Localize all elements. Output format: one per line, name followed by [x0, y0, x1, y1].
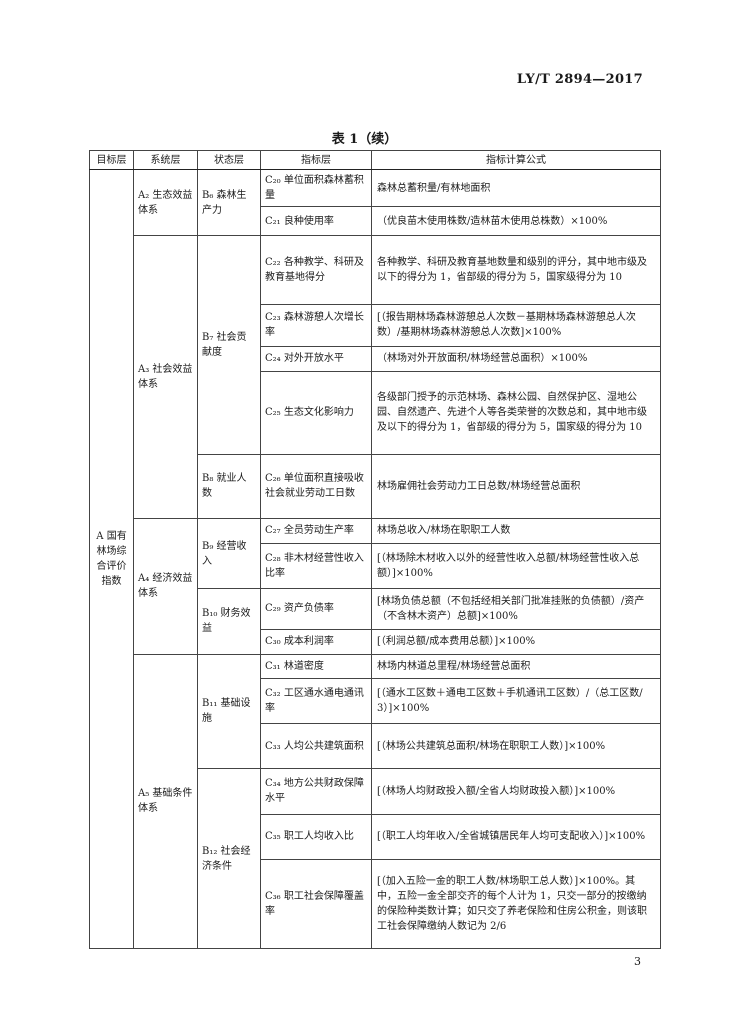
indicator-cell: C₂₉ 资产负债率: [260, 587, 372, 630]
indicator-cell: C₂₈ 非木材经营性收入比率: [260, 542, 372, 589]
formula-cell: 各级部门授予的示范林场、森林公园、自然保护区、湿地公园、自然遗产、先进个人等各类…: [371, 370, 661, 455]
state-cell: B₉ 经营收入: [197, 518, 261, 589]
formula-cell: [（林场公共建筑总面积/林场在职职工人数）]×100%: [371, 723, 661, 770]
header-indicator: 指标层: [260, 149, 372, 171]
indicator-cell: C₂₀ 单位面积森林蓄积量: [260, 169, 372, 208]
formula-cell: （优良苗木使用株数/造林苗木使用总株数）×100%: [371, 206, 661, 237]
page-number: 3: [634, 955, 641, 968]
formula-cell: [（报告期林场森林游憩总人次数－基期林场森林游憩总人次数）/基期林场森林游憩总人…: [371, 303, 661, 347]
indicator-cell: C₃₄ 地方公共财政保障水平: [260, 768, 372, 815]
header-formula: 指标计算公式: [371, 149, 661, 171]
table-row: B₁₂ 社会经济条件 C₃₄ 地方公共财政保障水平 [（林场人均财政投入额/全省…: [90, 768, 661, 949]
table-caption: 表 1（续）: [331, 132, 398, 147]
system-cell: A₅ 基础条件体系: [133, 653, 198, 950]
indicator-cell: C₂₂ 各种教学、科研及教育基地得分: [260, 235, 372, 305]
header-state: 状态层: [197, 149, 261, 171]
table-row: B₁₀ 财务效益 C₂₉ 资产负债率 [林场负债总额（不包括经相关部门批准挂账的…: [90, 587, 661, 655]
standard-number: LY/T 2894—2017: [516, 72, 643, 87]
table-row: C₂₈ 非木材经营性收入比率 [（林场除木材收入以外的经营性收入总额/林场经营性…: [90, 542, 661, 589]
indicator-cell: C₃₁ 林道密度: [260, 653, 372, 680]
state-cell: B₆ 森林生产力: [197, 169, 261, 237]
table-row: A 国有林场综合评价指数 A₂ 生态效益体系 B₆ 森林生产力 C₂₀ 单位面积…: [89, 169, 661, 949]
formula-cell: 林场内林道总里程/林场经营总面积: [371, 653, 661, 680]
indicator-cell: C₂₄ 对外开放水平: [260, 345, 372, 372]
formula-cell: 林场雇佣社会劳动力工日总数/林场经营总面积: [371, 453, 661, 520]
table-header-row: 目标层 系统层 状态层 指标层 指标计算公式: [89, 149, 661, 171]
table-row: C₂₃ 森林游憩人次增长率 [（报告期林场森林游憩总人次数－基期林场森林游憩总人…: [90, 303, 661, 347]
state-cell: B₁₀ 财务效益: [197, 587, 261, 655]
table-row: C₃₂ 工区通水通电通讯率 [（通水工区数＋通电工区数＋手机通讯工区数）/（总工…: [90, 678, 661, 725]
state-cell: B₁₂ 社会经济条件: [197, 768, 261, 949]
formula-cell: （林场对外开放面积/林场经营总面积）×100%: [371, 345, 661, 372]
table-row: B₈ 就业人数 C₂₆ 单位面积直接吸收社会就业劳动工日数 林场雇佣社会劳动力工…: [90, 453, 661, 520]
indicator-cell: C₂₅ 生态文化影响力: [260, 370, 372, 455]
formula-cell: [（利润总额/成本费用总额）]×100%: [371, 628, 661, 655]
table-row: C₃₅ 职工人均收入比 [（职工人均年收入/全省城镇居民年人均可支配收入）]×1…: [90, 813, 661, 860]
formula-cell: [（林场人均财政投入额/全省人均财政投入额）]×100%: [371, 768, 661, 815]
table-row: A₄ 经济效益体系 B₉ 经营收入 C₂₇ 全员劳动生产率 林场总收入/林场在职…: [90, 518, 661, 655]
indicator-cell: C₂₃ 森林游憩人次增长率: [260, 303, 372, 347]
formula-cell: [（通水工区数＋通电工区数＋手机通讯工区数）/（总工区数/3）]×100%: [371, 678, 661, 725]
indicator-cell: C₃₀ 成本利润率: [260, 628, 372, 655]
indicator-cell: C₂₆ 单位面积直接吸收社会就业劳动工日数: [260, 453, 372, 520]
indicator-cell: C₃₂ 工区通水通电通讯率: [260, 678, 372, 725]
header-system: 系统层: [133, 149, 198, 171]
indicator-cell: C₃₆ 职工社会保障覆盖率: [260, 858, 372, 950]
formula-cell: [（职工人均年收入/全省城镇居民年人均可支配收入）]×100%: [371, 813, 661, 860]
formula-cell: 各种教学、科研及教育基地数量和级别的评分，其中地市级及以下的得分为 1，省部级的…: [371, 235, 661, 305]
table-row: A₃ 社会效益体系 B₇ 社会贡献度 C₂₂ 各种教学、科研及教育基地得分 各种…: [90, 235, 661, 520]
table-row: C₂₄ 对外开放水平 （林场对外开放面积/林场经营总面积）×100%: [90, 345, 661, 372]
formula-cell: [林场负债总额（不包括经相关部门批准挂账的负债额）/资产（不含林木资产）总额]×…: [371, 587, 661, 630]
indicator-cell: C₃₅ 职工人均收入比: [260, 813, 372, 860]
indicator-cell: C₃₃ 人均公共建筑面积: [260, 723, 372, 770]
evaluation-index-table: 目标层 系统层 状态层 指标层 指标计算公式 A 国有林场综合评价指数 A₂ 生…: [89, 149, 661, 950]
header-goal: 目标层: [89, 149, 134, 171]
formula-cell: [（加入五险一金的职工人数/林场职工总人数）]×100%。其中，五险一金全部交齐…: [371, 858, 661, 950]
formula-cell: 林场总收入/林场在职职工人数: [371, 518, 661, 544]
system-cell: A₃ 社会效益体系: [133, 235, 198, 520]
formula-cell: 森林总蓄积量/有林地面积: [371, 169, 661, 208]
table-row: A₅ 基础条件体系 B₁₁ 基础设施 C₃₁ 林道密度 林场内林道总里程/林场经…: [90, 653, 661, 950]
table-row: C₂₅ 生态文化影响力 各级部门授予的示范林场、森林公园、自然保护区、湿地公园、…: [90, 370, 661, 455]
table-row: C₃₆ 职工社会保障覆盖率 [（加入五险一金的职工人数/林场职工总人数）]×10…: [90, 858, 661, 950]
indicator-cell: C₂₇ 全员劳动生产率: [260, 518, 372, 544]
goal-cell: A 国有林场综合评价指数: [89, 169, 134, 949]
system-cell: A₂ 生态效益体系: [133, 169, 198, 237]
state-cell: B₁₁ 基础设施: [197, 653, 261, 770]
state-cell: B₇ 社会贡献度: [197, 235, 261, 455]
indicator-cell: C₂₁ 良种使用率: [260, 206, 372, 237]
system-cell: A₄ 经济效益体系: [133, 518, 198, 655]
state-cell: B₈ 就业人数: [197, 453, 261, 520]
formula-cell: [（林场除木材收入以外的经营性收入总额/林场经营性收入总额）]×100%: [371, 542, 661, 589]
